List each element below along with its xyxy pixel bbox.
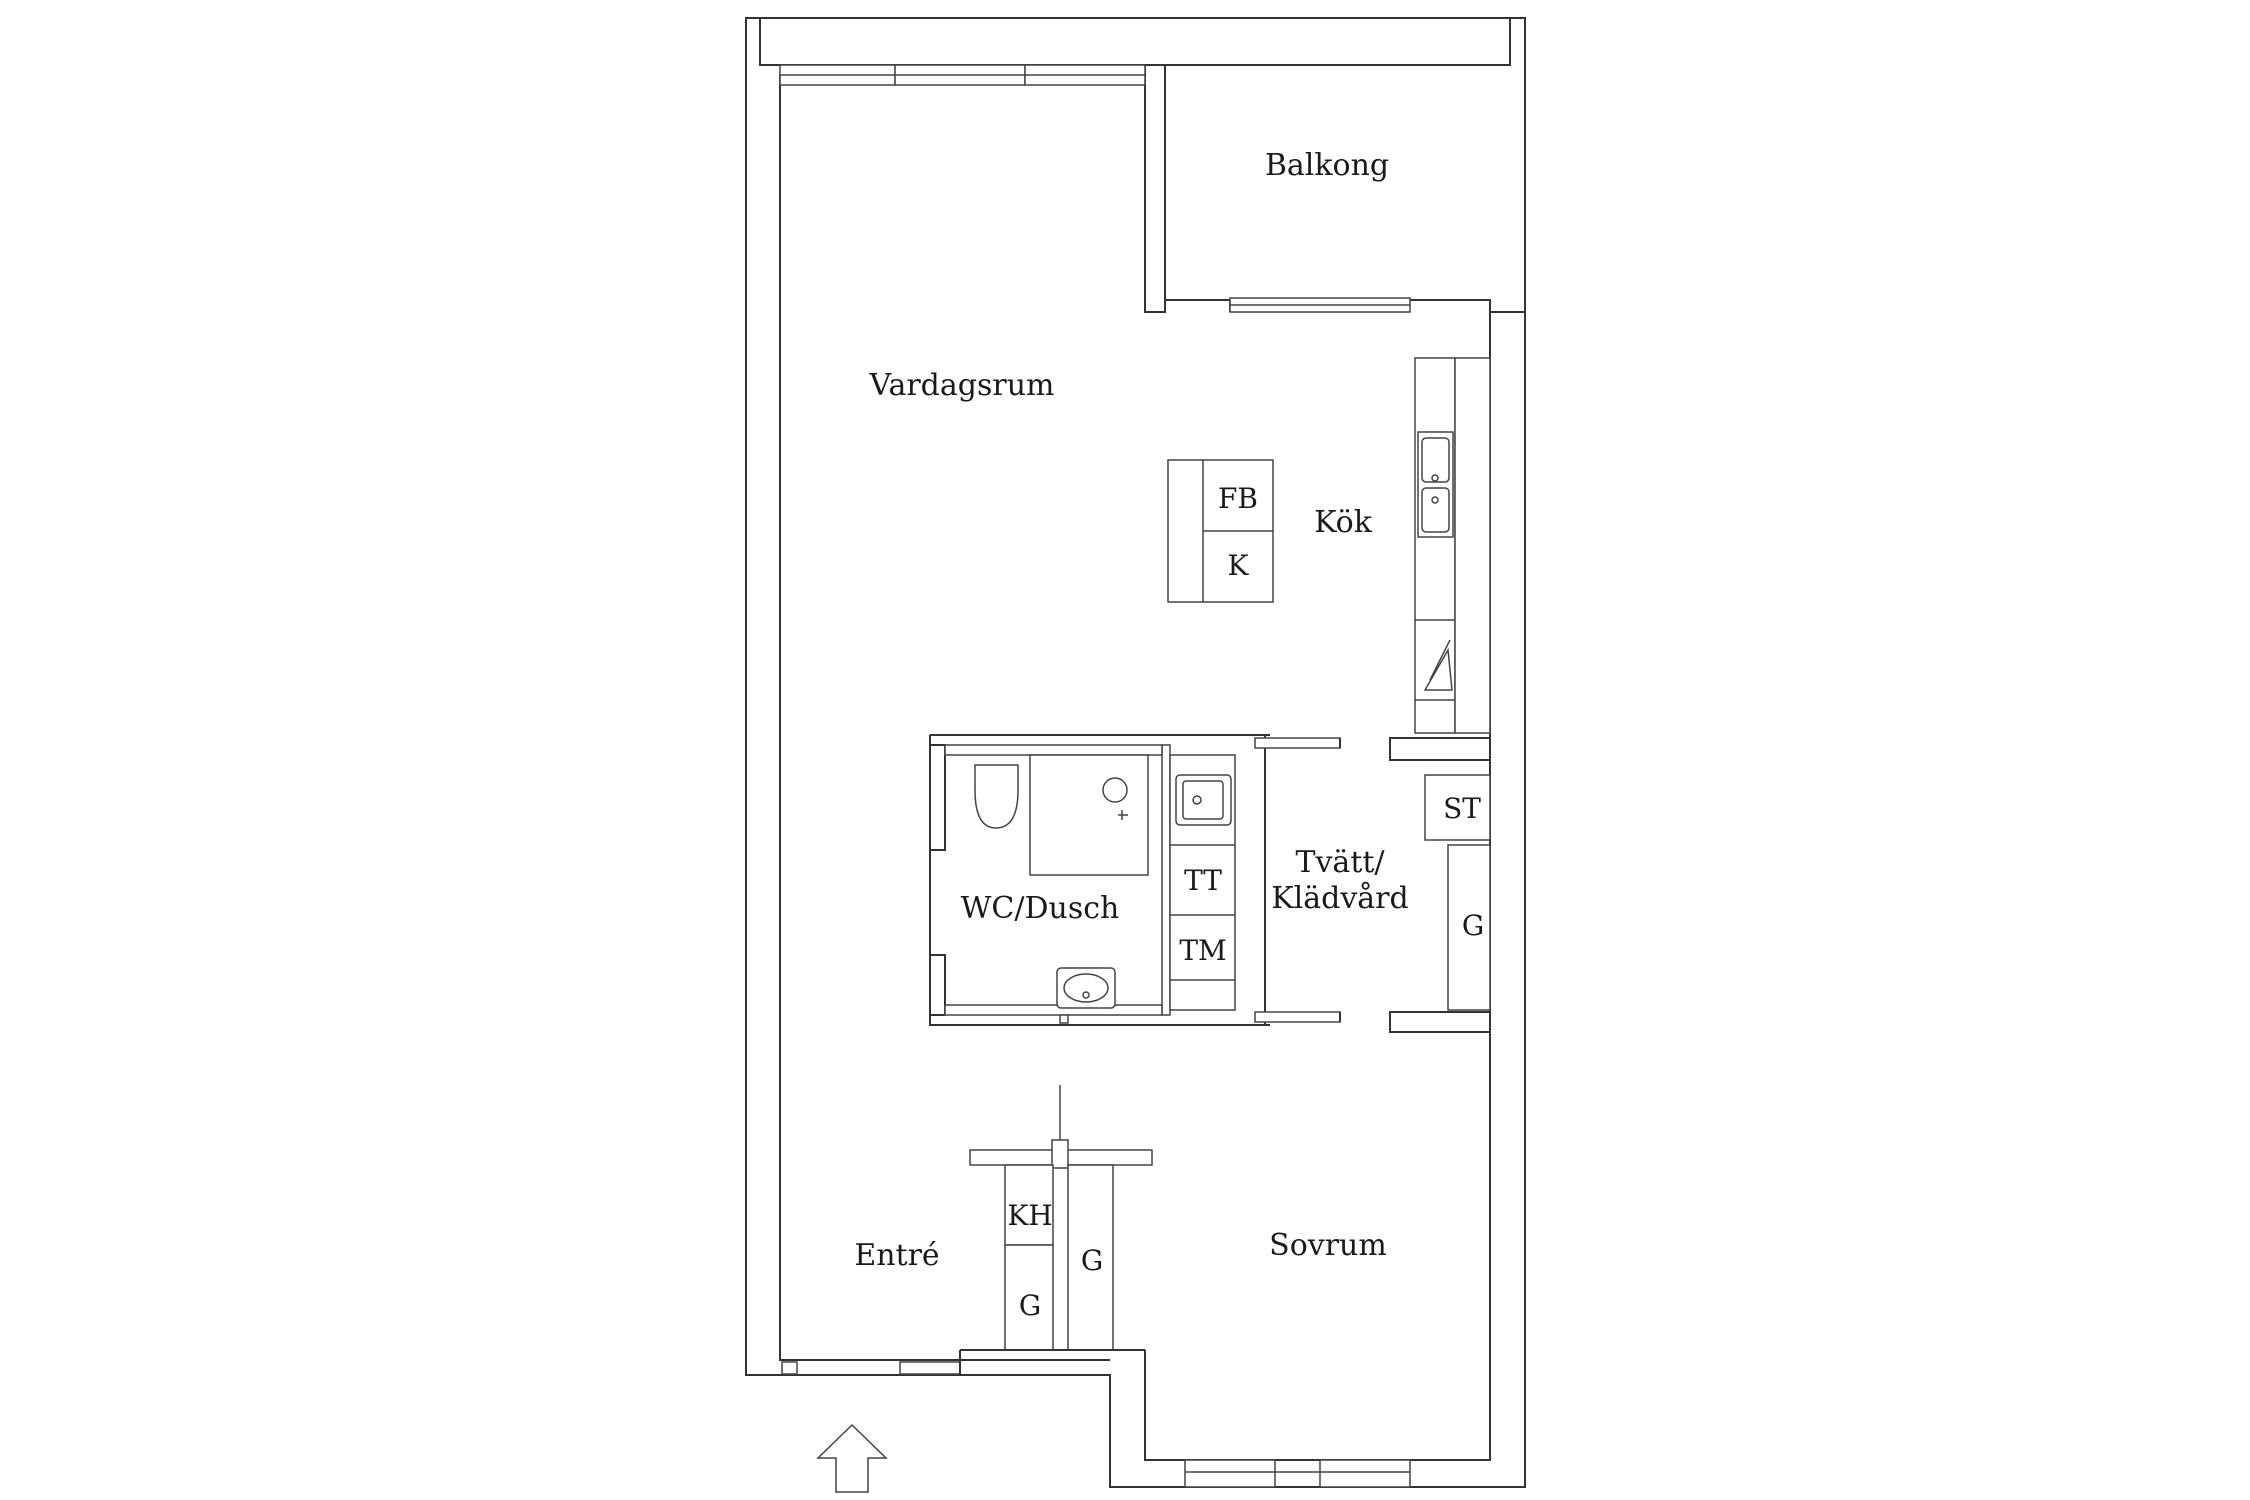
kitchen-counter bbox=[1414, 357, 1456, 734]
toilet-icon bbox=[974, 764, 1019, 829]
balcony-wall bbox=[1144, 65, 1525, 313]
kitchen-tall-unit bbox=[1454, 357, 1491, 734]
closet-g-left bbox=[1004, 1244, 1054, 1351]
sink-bowl-2 bbox=[1421, 487, 1450, 533]
core-wall bbox=[929, 734, 1270, 1026]
label-fb: FB bbox=[1218, 482, 1258, 515]
window-bottom-1 bbox=[1184, 1459, 1276, 1488]
laundry-fixtures bbox=[1169, 754, 1491, 1011]
window-bottom-2 bbox=[1319, 1459, 1411, 1488]
dishwasher-icon bbox=[1415, 619, 1455, 701]
laundry-sink-icon bbox=[1175, 774, 1232, 826]
laundry-right-wall bbox=[1389, 737, 1491, 1033]
label-sovrum: Sovrum bbox=[1269, 1228, 1387, 1263]
top-parapet bbox=[759, 18, 1511, 66]
storage-st bbox=[1424, 774, 1491, 841]
label-k: K bbox=[1228, 549, 1250, 582]
label-balkong: Balkong bbox=[1265, 148, 1389, 183]
label-entre: Entré bbox=[854, 1238, 939, 1273]
label-tvatt-line1: Tvätt/ bbox=[1295, 845, 1385, 880]
room-labels: Balkong Vardagsrum Kök WC/Dusch Tvätt/ K… bbox=[854, 148, 1408, 1273]
shower-area bbox=[1029, 754, 1149, 876]
label-tvatt-line2: Klädvård bbox=[1271, 881, 1408, 916]
window-left-small bbox=[781, 1361, 798, 1375]
entry-closets bbox=[959, 1085, 1153, 1375]
bathroom-fixtures bbox=[974, 754, 1149, 1024]
fixture-labels: FB K ST G TT TM KH G G bbox=[1007, 482, 1484, 1322]
label-g-hall-left: G bbox=[1019, 1289, 1041, 1322]
sink-icon bbox=[1417, 431, 1454, 538]
outer-wall-outline bbox=[745, 17, 1526, 1488]
sliding-door-top bbox=[1254, 737, 1341, 749]
windows bbox=[779, 64, 1411, 1488]
label-wc-dusch: WC/Dusch bbox=[961, 891, 1120, 926]
kitchen bbox=[1167, 357, 1491, 734]
closet-g-right bbox=[1067, 1164, 1114, 1351]
entrance-arrow-icon bbox=[816, 1423, 888, 1493]
label-kh: KH bbox=[1007, 1199, 1052, 1232]
bath-top-wall bbox=[944, 744, 1163, 756]
closet-kh bbox=[1004, 1164, 1054, 1246]
sink-bowl-1 bbox=[1421, 437, 1450, 483]
core-walls bbox=[929, 734, 1491, 1033]
label-vardagsrum: Vardagsrum bbox=[869, 368, 1055, 403]
label-kok: Kök bbox=[1314, 505, 1373, 540]
label-st: ST bbox=[1443, 792, 1481, 825]
sliding-door-bottom bbox=[1254, 1011, 1341, 1023]
label-g-laundry: G bbox=[1462, 909, 1484, 942]
wardrobe-laundry bbox=[1447, 844, 1491, 1011]
bath-bottom-wall bbox=[944, 1004, 1163, 1016]
core-partition bbox=[1161, 744, 1171, 1016]
window-entry bbox=[899, 1361, 961, 1375]
label-g-hall-right: G bbox=[1081, 1244, 1103, 1277]
shower-drain-icon bbox=[1102, 777, 1128, 803]
label-tt: TT bbox=[1184, 864, 1222, 897]
label-tm: TM bbox=[1179, 934, 1226, 967]
